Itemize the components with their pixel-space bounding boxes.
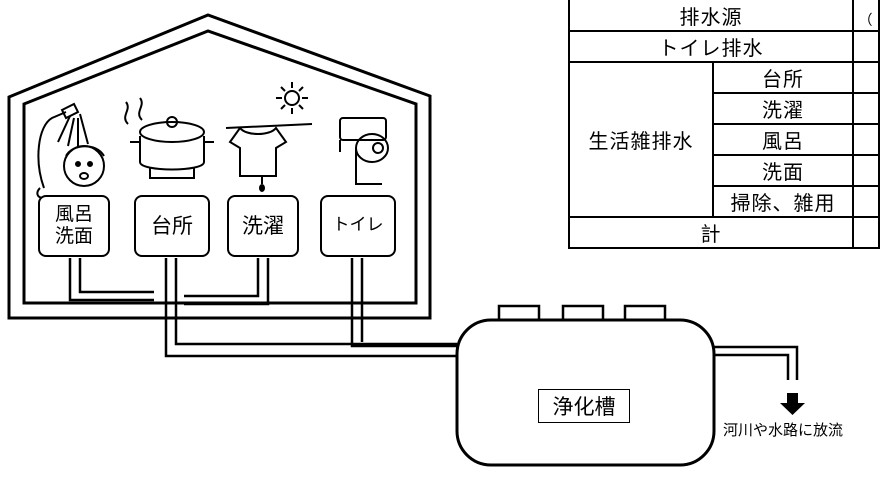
table-cell-item: 掃除、雑用 <box>712 185 854 218</box>
table-cell-item: 風呂 <box>712 123 854 156</box>
table-cell-empty <box>852 92 880 125</box>
fixture-box-kitchen: 台所 <box>134 195 210 257</box>
house-outline <box>7 13 432 320</box>
table-cell-group: 生活雑排水 <box>568 61 714 218</box>
table-row: 生活雑排水 台所 <box>568 61 880 218</box>
fixture-label-kitchen: 台所 <box>151 213 193 238</box>
table-cell-empty <box>852 30 880 63</box>
table-cell-item: 洗面 <box>712 154 854 187</box>
table-cell-empty <box>852 185 880 218</box>
table-header-extra: （ <box>852 0 880 32</box>
drain-pipes <box>68 258 799 380</box>
table-row: トイレ排水 <box>568 30 880 63</box>
fixture-label-toilet: トイレ <box>332 215 384 236</box>
down-arrow-icon <box>780 393 805 415</box>
fixture-label-laundry: 洗濯 <box>242 213 284 238</box>
table-cell-empty <box>852 216 880 249</box>
wastewater-source-table: 排水源 （ トイレ排水 生活雑排水 台所 洗濯 風呂 洗面 掃除、雑用 計 <box>568 0 880 249</box>
table-row-header: 排水源 （ <box>568 0 880 32</box>
septic-tank <box>455 304 716 467</box>
table-row: 風呂 <box>569 123 880 156</box>
table-header-extra-text: （ <box>858 13 874 29</box>
house-interior <box>22 29 418 305</box>
table-row: 計 <box>568 216 880 249</box>
table-row: 洗濯 <box>569 92 880 125</box>
fixture-box-bath: 風呂 洗面 <box>38 195 110 257</box>
cooking-pot-icon <box>124 97 214 179</box>
fixture-box-toilet: トイレ <box>320 195 396 257</box>
table-cell-toilet: トイレ排水 <box>568 30 854 63</box>
table-cell-empty <box>852 154 880 187</box>
toilet-paper-icon <box>339 117 389 185</box>
discharge-label: 河川や水路に放流 <box>723 421 844 439</box>
table-cell-empty <box>852 61 880 94</box>
laundry-sun-icon <box>225 82 313 192</box>
table-cell-empty <box>852 123 880 156</box>
shower-bath-icon <box>36 102 105 199</box>
fixture-label-bath-line2: 洗面 <box>54 225 93 247</box>
table-cell-item: 洗濯 <box>712 92 854 125</box>
table-row: 掃除、雑用 <box>569 185 880 218</box>
fixture-box-laundry: 洗濯 <box>227 195 299 257</box>
table-cell-total: 計 <box>568 216 854 249</box>
table-header-source: 排水源 <box>568 0 854 32</box>
table-cell-item: 台所 <box>712 61 854 94</box>
tank-label: 浄化槽 <box>538 389 630 423</box>
table-header-text: 排水源 <box>679 5 743 29</box>
table-row: 洗面 <box>569 154 880 187</box>
fixture-label-bath-line1: 風呂 <box>54 203 93 226</box>
